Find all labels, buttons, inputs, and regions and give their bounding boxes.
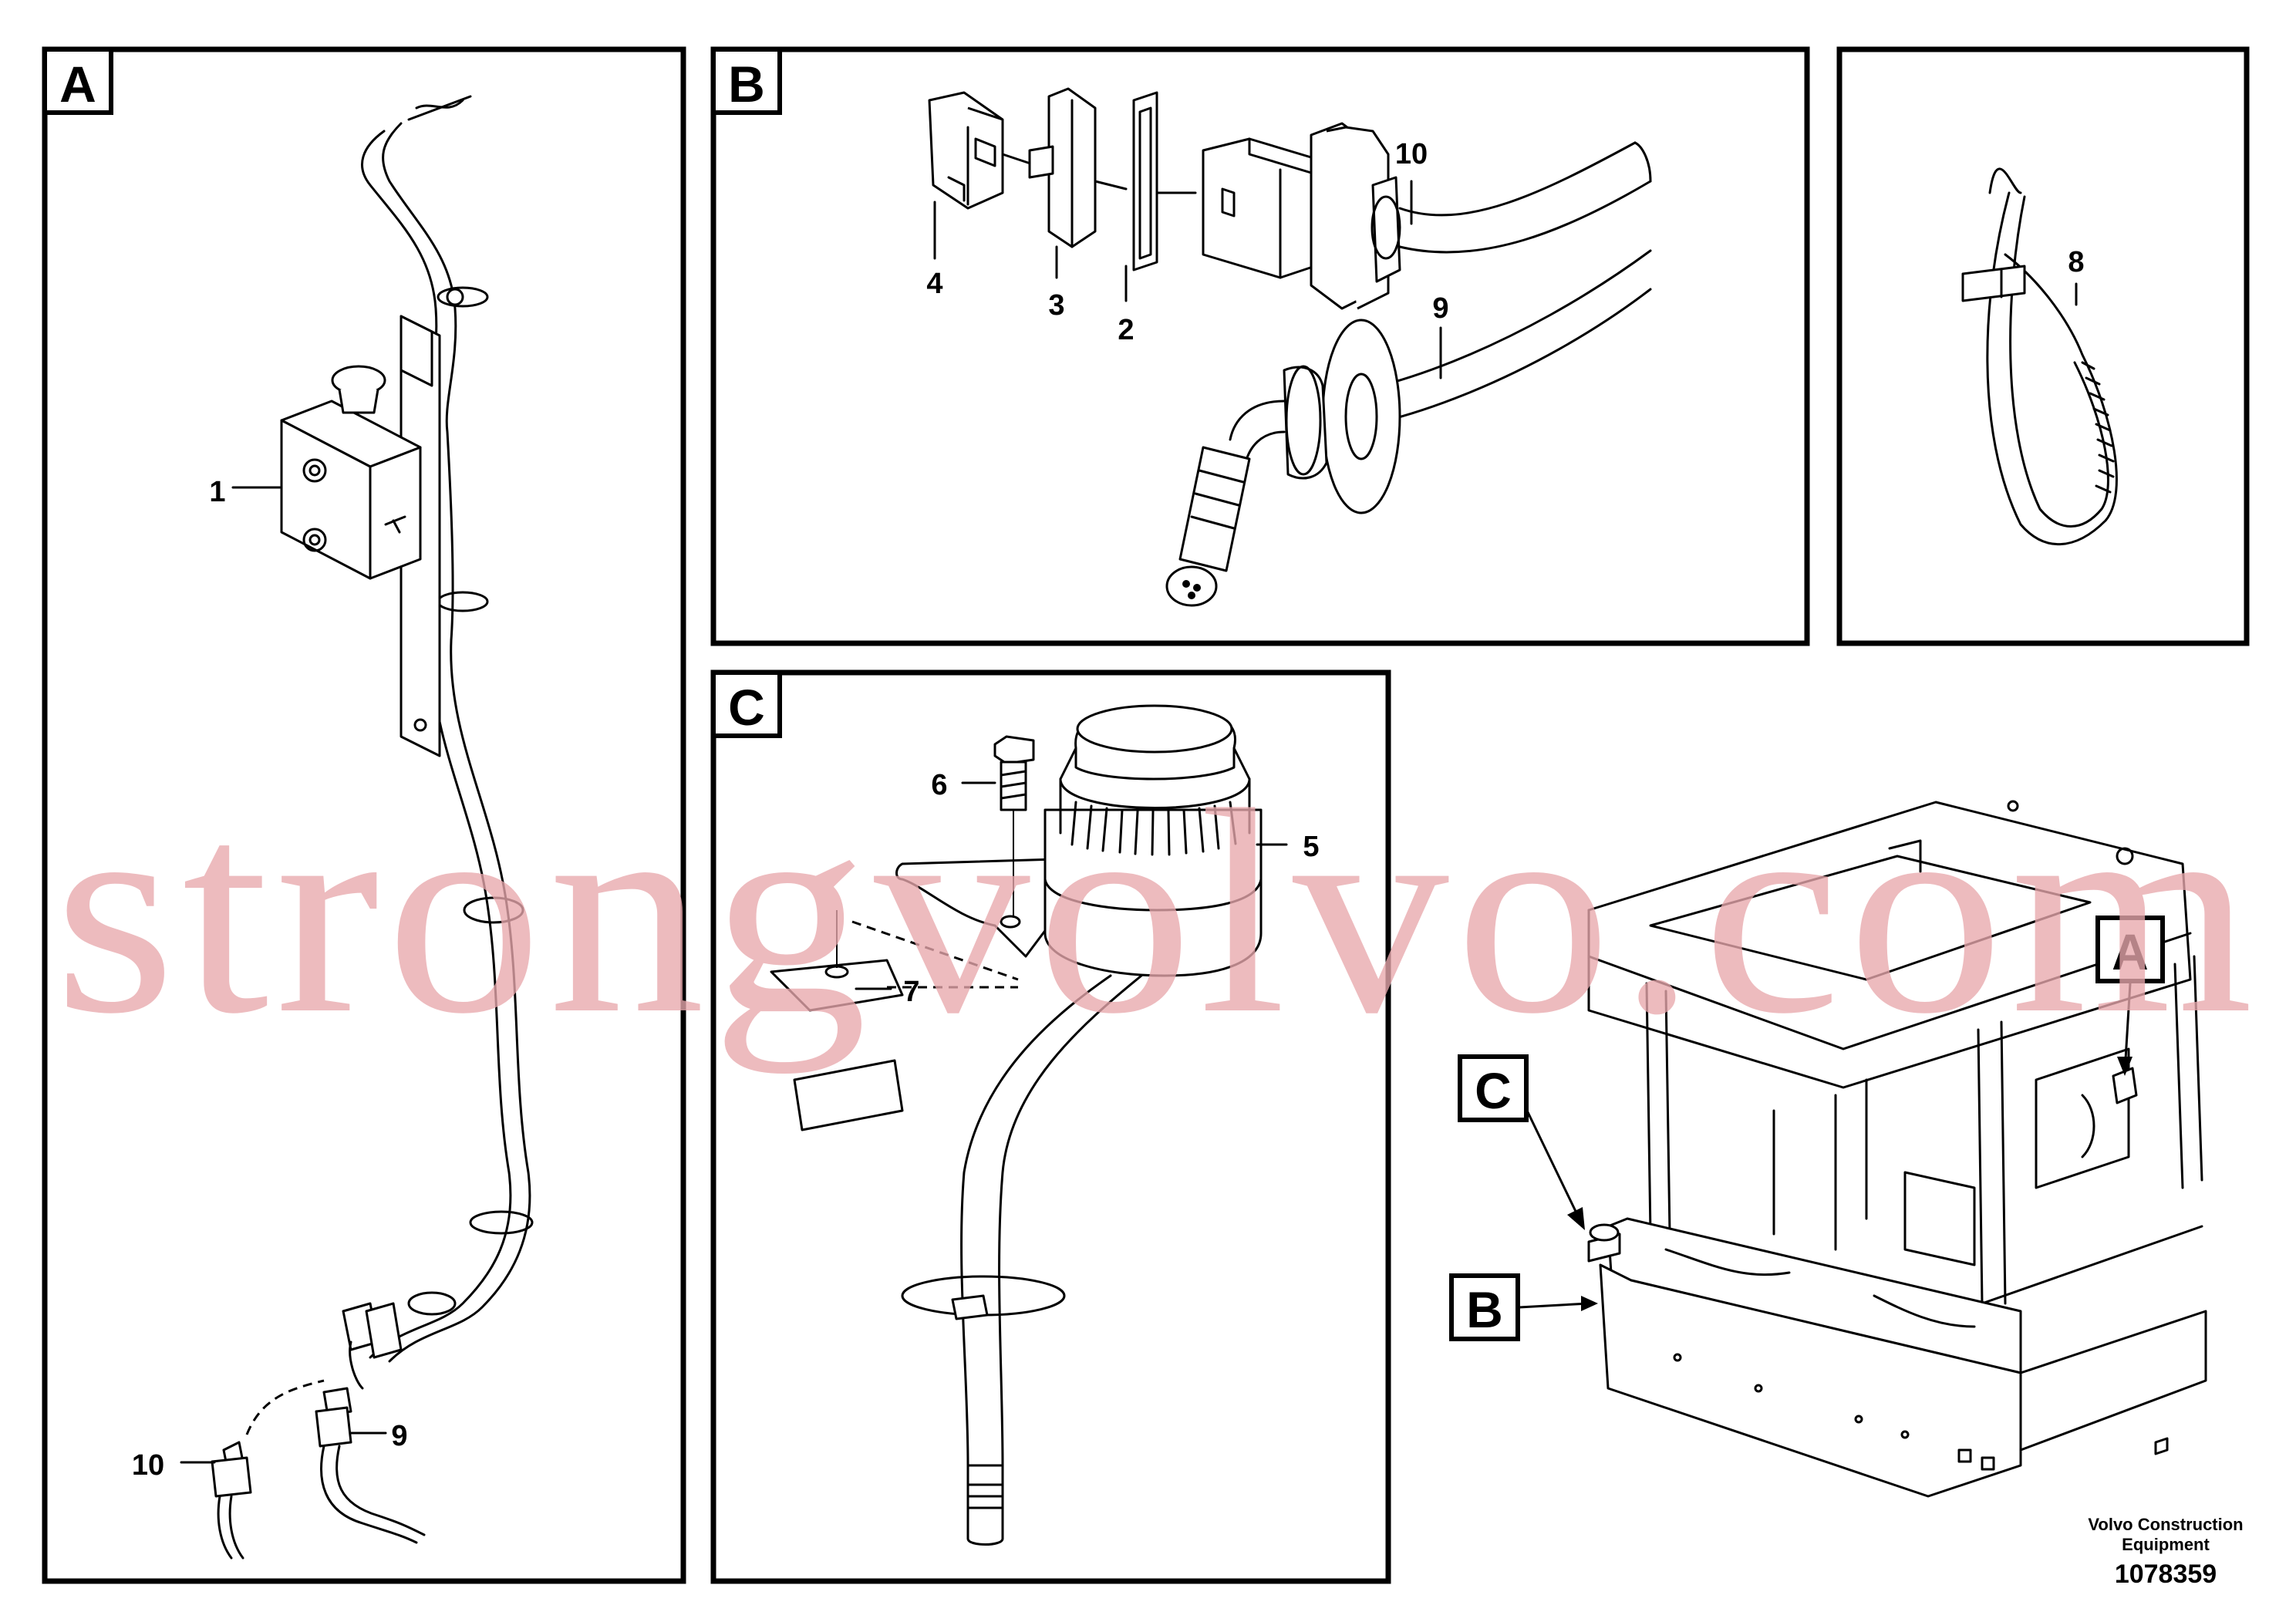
connector-drawing (211, 1302, 426, 1560)
panel-b-letter: B (728, 56, 765, 113)
panel-c-letter: C (728, 679, 765, 736)
panel-a: A (42, 46, 686, 1584)
callout-b-3: 3 (1048, 289, 1064, 322)
callout-d-8: 8 (2068, 246, 2084, 278)
part-3-drawing (1028, 87, 1097, 248)
watermark-text: strongvolvo.com (54, 750, 2260, 1074)
bolt-drawing (993, 735, 1035, 918)
panel-a-letter: A (59, 56, 96, 113)
beacon-cable-drawing (901, 974, 1143, 1546)
callout-c-5: 5 (1303, 831, 1319, 863)
plate-drawing (770, 910, 1019, 1131)
cab-drawing (1587, 800, 2207, 1498)
overview-letter-a: A (2112, 923, 2149, 980)
callout-a-10: 10 (132, 1449, 164, 1482)
panel-c-frame (710, 669, 1391, 1584)
panel-c: C (710, 669, 1391, 1584)
part-4-drawing (928, 91, 1004, 210)
cab-overview: A C B (1449, 800, 2207, 1498)
panel-d-frame (1836, 46, 2250, 646)
connector-body-drawing (1202, 122, 1401, 310)
overview-letter-c: C (1475, 1062, 1512, 1119)
callout-a-9: 9 (391, 1420, 407, 1452)
callout-b-4: 4 (926, 268, 942, 300)
beacon-drawing (895, 704, 1263, 977)
callout-b-9: 9 (1432, 292, 1448, 325)
overview-box-c (1458, 1054, 1529, 1122)
panel-a-letter-box (42, 47, 113, 115)
part-2-drawing (1132, 91, 1158, 271)
callout-c-6: 6 (931, 769, 947, 801)
callout-a-1: 1 (209, 476, 225, 508)
overview-letter-b: B (1466, 1281, 1503, 1338)
harness-drawing (361, 95, 534, 1363)
grommet-drawing (1165, 249, 1652, 607)
cable-tie-drawing (1961, 167, 2118, 546)
overview-box-b (1449, 1273, 1520, 1341)
footer-company-line2: Equipment (2122, 1535, 2210, 1554)
panel-a-frame (42, 46, 686, 1584)
panel-b-letter-box (711, 47, 782, 115)
panel-d: 8 (1836, 46, 2250, 646)
callout-b-2: 2 (1118, 314, 1134, 346)
switch-box-drawing (280, 315, 441, 757)
panel-c-letter-box (711, 670, 782, 738)
footer-company-line1: Volvo Construction (2088, 1515, 2243, 1534)
panel-b-frame (710, 46, 1810, 646)
overview-box-a (2095, 916, 2165, 983)
footer-drawing-number: 1078359 (2115, 1560, 2217, 1589)
callout-b-10: 10 (1395, 138, 1428, 170)
panel-b: B (710, 46, 1810, 646)
callout-c-7: 7 (903, 976, 919, 1008)
